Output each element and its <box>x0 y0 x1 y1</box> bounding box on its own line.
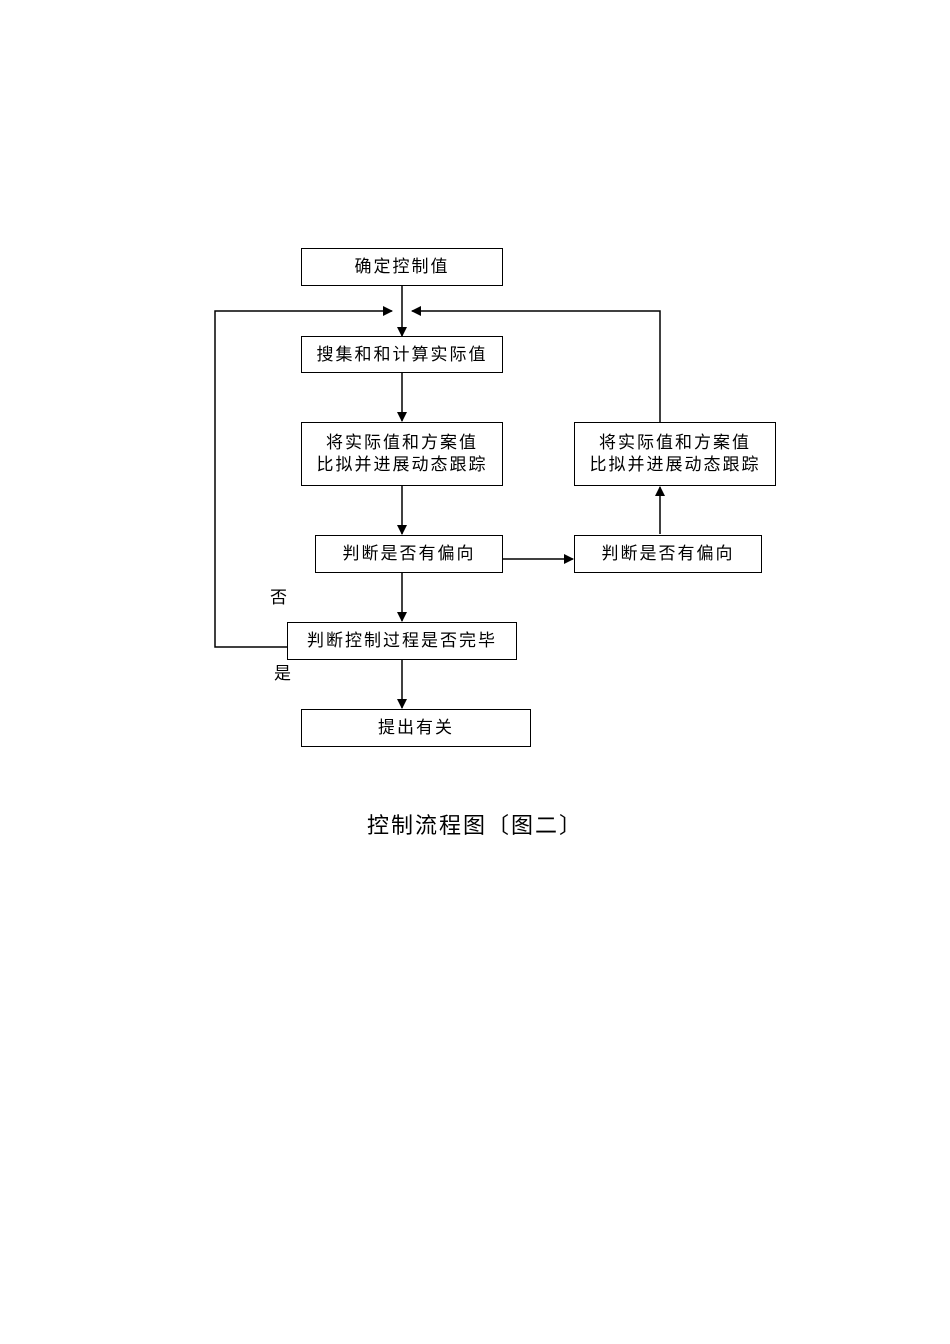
node-text: 确定控制值 <box>354 257 450 277</box>
node-text-line2: 比拟并进展动态跟踪 <box>589 455 761 475</box>
node-text-line2: 比拟并进展动态跟踪 <box>316 455 488 475</box>
branch-label-no: 否 <box>270 588 287 608</box>
diagram-caption: 控制流程图〔图二〕 <box>366 814 583 839</box>
node-text-line1: 将实际值和方案值 <box>326 433 478 453</box>
branch-label-yes: 是 <box>274 664 291 684</box>
node-text: 提出有关 <box>378 718 454 738</box>
node-text: 判断控制过程是否完毕 <box>307 631 497 651</box>
loop-no-back <box>214 306 393 648</box>
node-text: 判断是否有偏向 <box>342 544 476 564</box>
node-collect-calculate-actual: 搜集和和计算实际值 <box>301 336 503 373</box>
node-check-deviation-right: 判断是否有偏向 <box>574 535 762 573</box>
node-text: 判断是否有偏向 <box>601 544 735 564</box>
node-text-line1: 将实际值和方案值 <box>599 433 751 453</box>
node-text: 搜集和和计算实际值 <box>316 344 488 365</box>
loop-right-back <box>411 306 661 422</box>
node-check-deviation-left: 判断是否有偏向 <box>315 535 503 573</box>
node-propose: 提出有关 <box>301 709 531 747</box>
node-check-complete: 判断控制过程是否完毕 <box>287 622 517 660</box>
node-compare-left: 将实际值和方案值 比拟并进展动态跟踪 <box>301 422 503 486</box>
node-determine-control-value: 确定控制值 <box>301 248 503 286</box>
node-compare-right: 将实际值和方案值 比拟并进展动态跟踪 <box>574 422 776 486</box>
